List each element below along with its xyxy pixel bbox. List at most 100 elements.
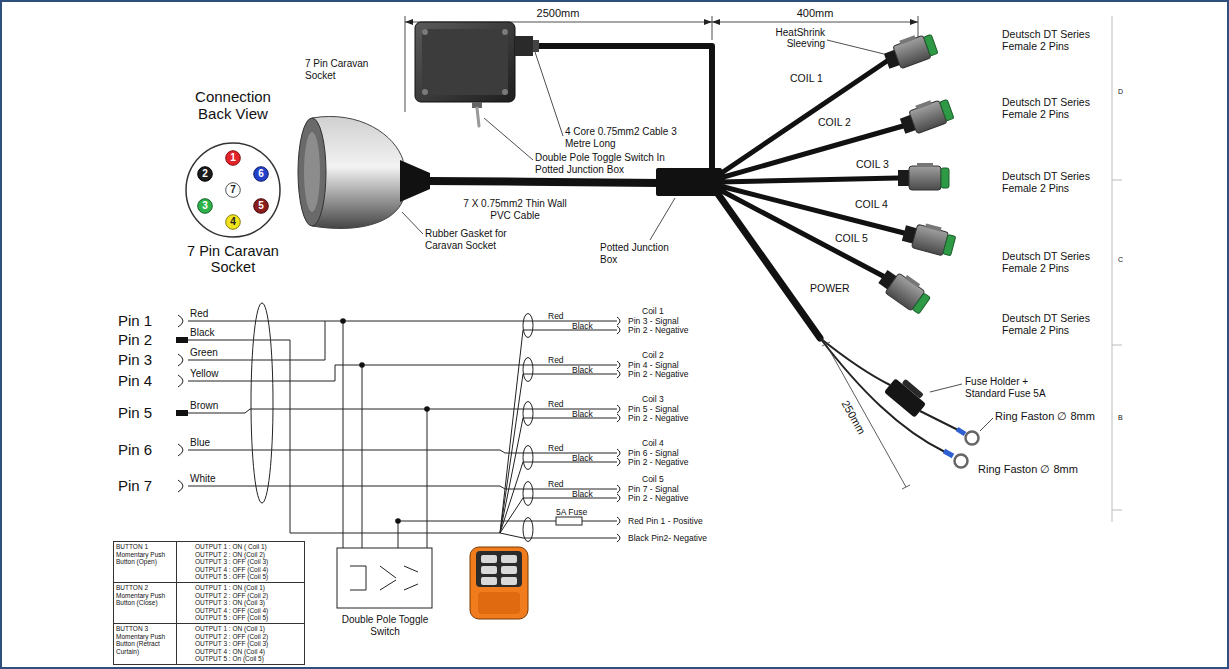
- fuse-holder: [884, 374, 930, 418]
- pin-terminal: [176, 410, 188, 416]
- pin-label: Pin 5: [118, 404, 152, 422]
- dimension-line: [405, 16, 918, 112]
- callout-label: Double Pole Toggle Switch: [340, 614, 430, 638]
- table-cell: BUTTON 2 Momentary Push Button (Close): [114, 583, 176, 623]
- table-cell: BUTTON 3 Momentary Push Button (Retract …: [114, 624, 176, 664]
- wire-color-label: White: [190, 473, 216, 485]
- coil-pin-label: Pin 7 - Signal: [628, 485, 679, 493]
- screw: [422, 29, 428, 35]
- coil-pin-label: Coil 2: [642, 351, 664, 359]
- connector-latch: [917, 163, 933, 167]
- pin-label: Pin 4: [118, 372, 152, 390]
- connector-latch: [925, 223, 941, 231]
- callout-label: 7 X 0.75mm2 Thin Wall PVC Cable: [455, 198, 575, 222]
- coil-pin-label: Pin 2 - Negative: [628, 370, 688, 378]
- coil-pin-label: Black: [572, 454, 593, 462]
- pin-dot: [198, 199, 213, 214]
- coil-pin-label: Pin 2 - Negative: [628, 494, 688, 502]
- coil-pin-label: Red: [548, 480, 564, 488]
- coil-pin-label: Pin 4 - Signal: [628, 361, 679, 369]
- callout-label: Ring Faston ∅ 8mm: [978, 463, 1078, 476]
- remote-control: [470, 547, 528, 619]
- socket-pin: 2: [197, 166, 213, 182]
- connector-callout: Deutsch DT Series Female 2 Pins: [1002, 28, 1106, 52]
- socket-back-view: Connection Back View7 Pin Caravan Socket…: [148, 86, 318, 278]
- zone-ticks: [1112, 180, 1122, 510]
- connector-latch: [915, 100, 931, 109]
- coil-pin-label: Pin 2 - Negative: [628, 326, 688, 334]
- power-lead: [820, 338, 890, 385]
- table-cell: BUTTON 1 Momentary Push Button (Open): [114, 542, 176, 582]
- fuse-holder-lid: [902, 379, 924, 399]
- coil-cable: [720, 61, 904, 276]
- output-state: OUTPUT 5 : OFF (Coil 5): [195, 573, 304, 581]
- dimension-line: [822, 342, 910, 489]
- main-cable: [428, 181, 660, 183]
- coil-pin-label: Coil 1: [642, 307, 664, 315]
- cable-bundle: [251, 303, 273, 503]
- switch-contacts: [350, 566, 418, 590]
- coil-pin-label: Coil 5: [642, 475, 664, 483]
- cable-gland: [533, 40, 539, 52]
- wire-color-label: Red: [190, 308, 208, 320]
- power-lead: [820, 338, 945, 452]
- cable-label: COIL 5: [835, 232, 868, 245]
- pin-dot: [254, 167, 269, 182]
- power-cable: [718, 194, 820, 338]
- connector-latch: [905, 275, 920, 287]
- callout-label: 4 Core 0.75mm2 Cable 3 Metre Long: [565, 126, 680, 150]
- zone-border: [1112, 16, 1113, 522]
- button-table-row: BUTTON 3 Momentary Push Button (Retract …: [113, 623, 305, 665]
- wire-color-label: Blue: [190, 437, 210, 449]
- callout-label: Rubber Gasket for Caravan Socket: [425, 228, 525, 252]
- deutsch-connector: [901, 219, 957, 258]
- deutsch-connector: [898, 163, 949, 190]
- power-lead-label: 5A Fuse: [556, 508, 587, 516]
- remote-button: [501, 577, 517, 585]
- pin-label: Pin 1: [118, 312, 152, 330]
- coil-pin-label: Pin 3 - Signal: [628, 317, 679, 325]
- cable-bundle: [523, 482, 533, 506]
- ring-crimp: [957, 429, 965, 434]
- table-cell: OUTPUT 1 : ON (Coil 1)OUTPUT 2 : OFF (Co…: [176, 583, 304, 623]
- coil-pin-label: Black: [572, 322, 593, 330]
- coil-pin-label: Pin 5 - Signal: [628, 405, 679, 413]
- leader-line: [402, 40, 993, 431]
- connector-wedge: [941, 168, 949, 188]
- pin-dot: [254, 199, 269, 214]
- power-lead: [920, 411, 958, 430]
- cable-label: COIL 4: [855, 198, 888, 211]
- junction-dot: [359, 362, 365, 368]
- remote-button: [501, 566, 517, 574]
- zone-letter: B: [1118, 414, 1123, 422]
- cable-bundle: [523, 314, 533, 338]
- junction-dot: [395, 518, 401, 524]
- socket-pin: 7: [225, 182, 241, 198]
- deutsch-connector: [876, 264, 933, 315]
- cable-label: COIL 1: [790, 72, 823, 85]
- pin-dot: [198, 167, 213, 182]
- pin-label: Pin 3: [118, 351, 152, 369]
- output-state: OUTPUT 3 : OFF (Coil 3): [195, 558, 304, 566]
- socket-face: [304, 132, 320, 212]
- connector-wedge: [943, 234, 956, 255]
- coil-pin-label: Red: [548, 356, 564, 364]
- output-state: OUTPUT 4 : ON (Coil 4): [195, 648, 304, 656]
- coil-pin-label: Black: [572, 410, 593, 418]
- screw: [422, 89, 428, 95]
- output-state: OUTPUT 4 : OFF (Coil 4): [195, 607, 304, 615]
- wire-color-label: Black: [190, 327, 214, 339]
- output-state: OUTPUT 1 : ON ( Coil 1): [195, 543, 304, 551]
- socket-heading: Connection Back View: [183, 88, 283, 122]
- ring-crimp: [944, 451, 953, 456]
- wire: [188, 321, 617, 533]
- junction-dot: [424, 406, 430, 412]
- button-table-row: BUTTON 1 Momentary Push Button (Open) OUT…: [113, 541, 305, 583]
- pin-label: Pin 6: [118, 441, 152, 459]
- switch-box-lid: [422, 29, 508, 95]
- callout-label: Ring Faston ∅ 8mm: [995, 410, 1095, 423]
- fuse-symbol: [556, 517, 582, 525]
- connector-body: [909, 166, 941, 190]
